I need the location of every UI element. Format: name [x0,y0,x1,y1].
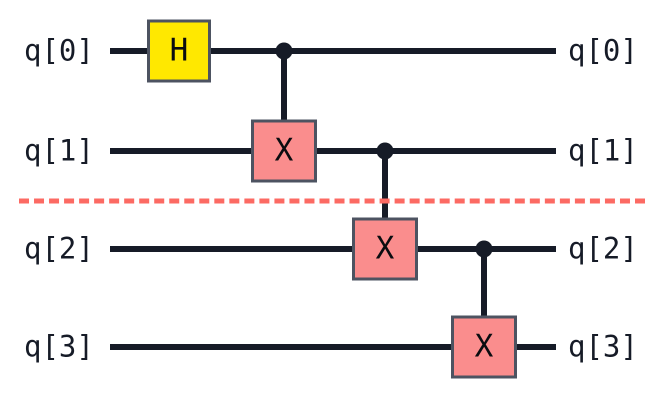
gate-not-q2[interactable]: X [352,217,418,281]
qubit-label-right-q2: q[2] [568,231,638,266]
gate-hadamard-q0[interactable]: H [147,19,211,83]
qubit-label-right-q0: q[0] [568,33,638,68]
qubit-wire-q3 [110,344,556,350]
qubit-label-left-q3: q[3] [24,329,94,364]
register-separator-barrier [19,198,645,204]
qubit-label-left-q0: q[0] [24,33,94,68]
control-connector-q0-q1 [281,51,287,151]
qubit-wire-q1 [110,148,556,154]
control-connector-q2-q3 [481,249,487,347]
control-dot-q0[interactable] [275,42,293,60]
qubit-label-right-q1: q[1] [568,133,638,168]
qubit-wire-q0 [110,48,556,54]
qubit-label-right-q3: q[3] [568,329,638,364]
control-dot-q2[interactable] [475,240,493,258]
qubit-label-left-q2: q[2] [24,231,94,266]
control-dot-q1[interactable] [376,142,394,160]
gate-not-q1[interactable]: X [251,119,317,183]
qubit-label-left-q1: q[1] [24,133,94,168]
gate-not-q3[interactable]: X [451,315,517,379]
qubit-wire-q2 [110,246,556,252]
